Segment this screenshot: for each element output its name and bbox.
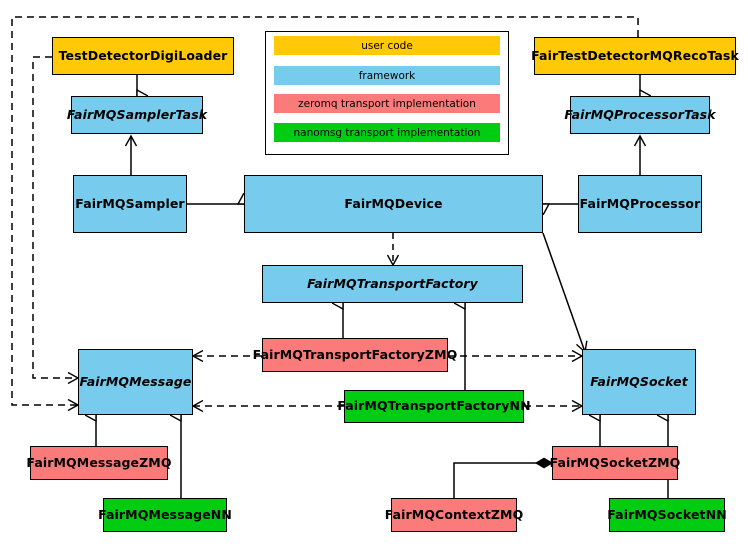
class-node-fairmqprocessortask[interactable]: FairMQProcessorTask bbox=[564, 96, 716, 134]
legend-item-nanomsg: nanomsg transport implementation bbox=[274, 123, 500, 142]
legend-label-framework: framework bbox=[358, 69, 416, 82]
edge-contextzmq-socketzmq bbox=[453, 463, 552, 498]
legend-label-zeromq: zeromq transport implementation bbox=[298, 97, 476, 110]
class-node-fairmqtransportfactorynn[interactable]: FairMQTransportFactoryNN bbox=[337, 390, 531, 423]
class-node-fairmqprocessor[interactable]: FairMQProcessor bbox=[578, 175, 702, 233]
class-node-fairmqsocketzmq[interactable]: FairMQSocketZMQ bbox=[550, 446, 680, 480]
class-node-fairmqmessagezmq[interactable]: FairMQMessageZMQ bbox=[26, 446, 171, 480]
legend-item-user-code: user code bbox=[274, 36, 500, 55]
legend-label-user-code: user code bbox=[361, 39, 413, 52]
class-node-fairmqdevice[interactable]: FairMQDevice bbox=[244, 175, 543, 233]
edge-device-socket bbox=[542, 232, 588, 354]
legend-label-nanomsg: nanomsg transport implementation bbox=[293, 126, 481, 139]
class-node-fairmqsamplertask[interactable]: FairMQSamplerTask bbox=[67, 96, 207, 134]
class-node-fairmqmessage[interactable]: FairMQMessage bbox=[78, 349, 193, 415]
class-node-fairmqsocketnn[interactable]: FairMQSocketNN bbox=[607, 498, 727, 532]
class-node-fairmqcontextzmq[interactable]: FairMQContextZMQ bbox=[385, 498, 523, 532]
class-node-fairmqtransportfactoryzmq[interactable]: FairMQTransportFactoryZMQ bbox=[253, 338, 457, 372]
class-node-testdetectordigiloader[interactable]: TestDetectorDigiLoader bbox=[52, 37, 234, 75]
legend-item-zeromq: zeromq transport implementation bbox=[274, 94, 500, 113]
class-node-fairtestdetectormqrecotask[interactable]: FairTestDetectorMQRecoTask bbox=[531, 37, 739, 75]
class-node-fairmqsampler[interactable]: FairMQSampler bbox=[73, 175, 187, 233]
class-node-fairmqmessagenn[interactable]: FairMQMessageNN bbox=[98, 498, 232, 532]
class-node-fairmqsocket[interactable]: FairMQSocket bbox=[582, 349, 696, 415]
legend-item-framework: framework bbox=[274, 66, 500, 85]
class-node-fairmqtransportfactory[interactable]: FairMQTransportFactory bbox=[262, 265, 523, 303]
